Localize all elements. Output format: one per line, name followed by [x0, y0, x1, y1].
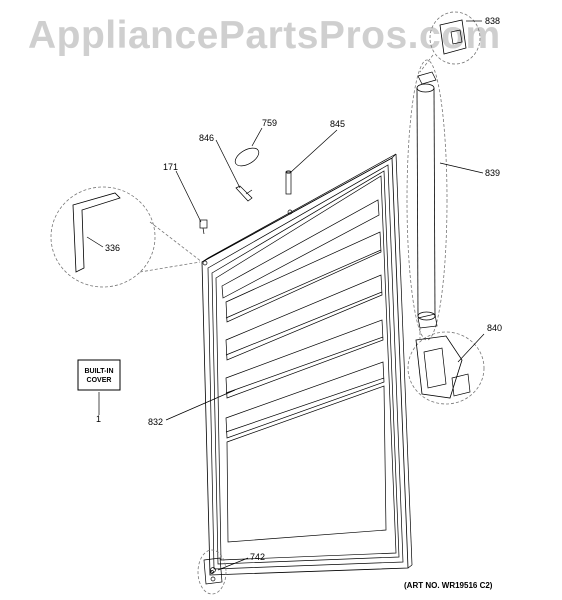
cap-759[interactable] [232, 144, 262, 169]
label-840: 840 [487, 323, 502, 333]
label-838: 838 [485, 16, 500, 26]
label-839: 839 [485, 168, 500, 178]
pin-845[interactable] [285, 170, 292, 195]
label-171: 171 [163, 162, 178, 172]
bracket-838[interactable] [419, 11, 481, 73]
builtin-cover-line1: BUILT-IN [84, 368, 113, 375]
label-742: 742 [250, 552, 265, 562]
label-336: 336 [105, 243, 120, 253]
hinge-pin-846[interactable] [235, 185, 253, 202]
label-759: 759 [262, 118, 277, 128]
label-1: 1 [96, 414, 101, 424]
builtin-cover-box[interactable]: BUILT-IN COVER [77, 359, 121, 415]
callout-742 [197, 549, 227, 595]
watermark: AppliancePartsPros.com [28, 14, 501, 57]
label-846: 846 [199, 133, 214, 143]
screw-171[interactable] [199, 219, 208, 235]
label-832: 832 [148, 417, 163, 427]
bracket-840[interactable] [407, 328, 485, 405]
art-number: (ART NO. WR19516 C2) [404, 581, 493, 590]
door-panel[interactable] [201, 153, 413, 576]
tube-839[interactable] [406, 59, 448, 341]
label-845: 845 [330, 119, 345, 129]
callout-336 [50, 186, 203, 288]
builtin-cover-line2: COVER [87, 377, 112, 384]
